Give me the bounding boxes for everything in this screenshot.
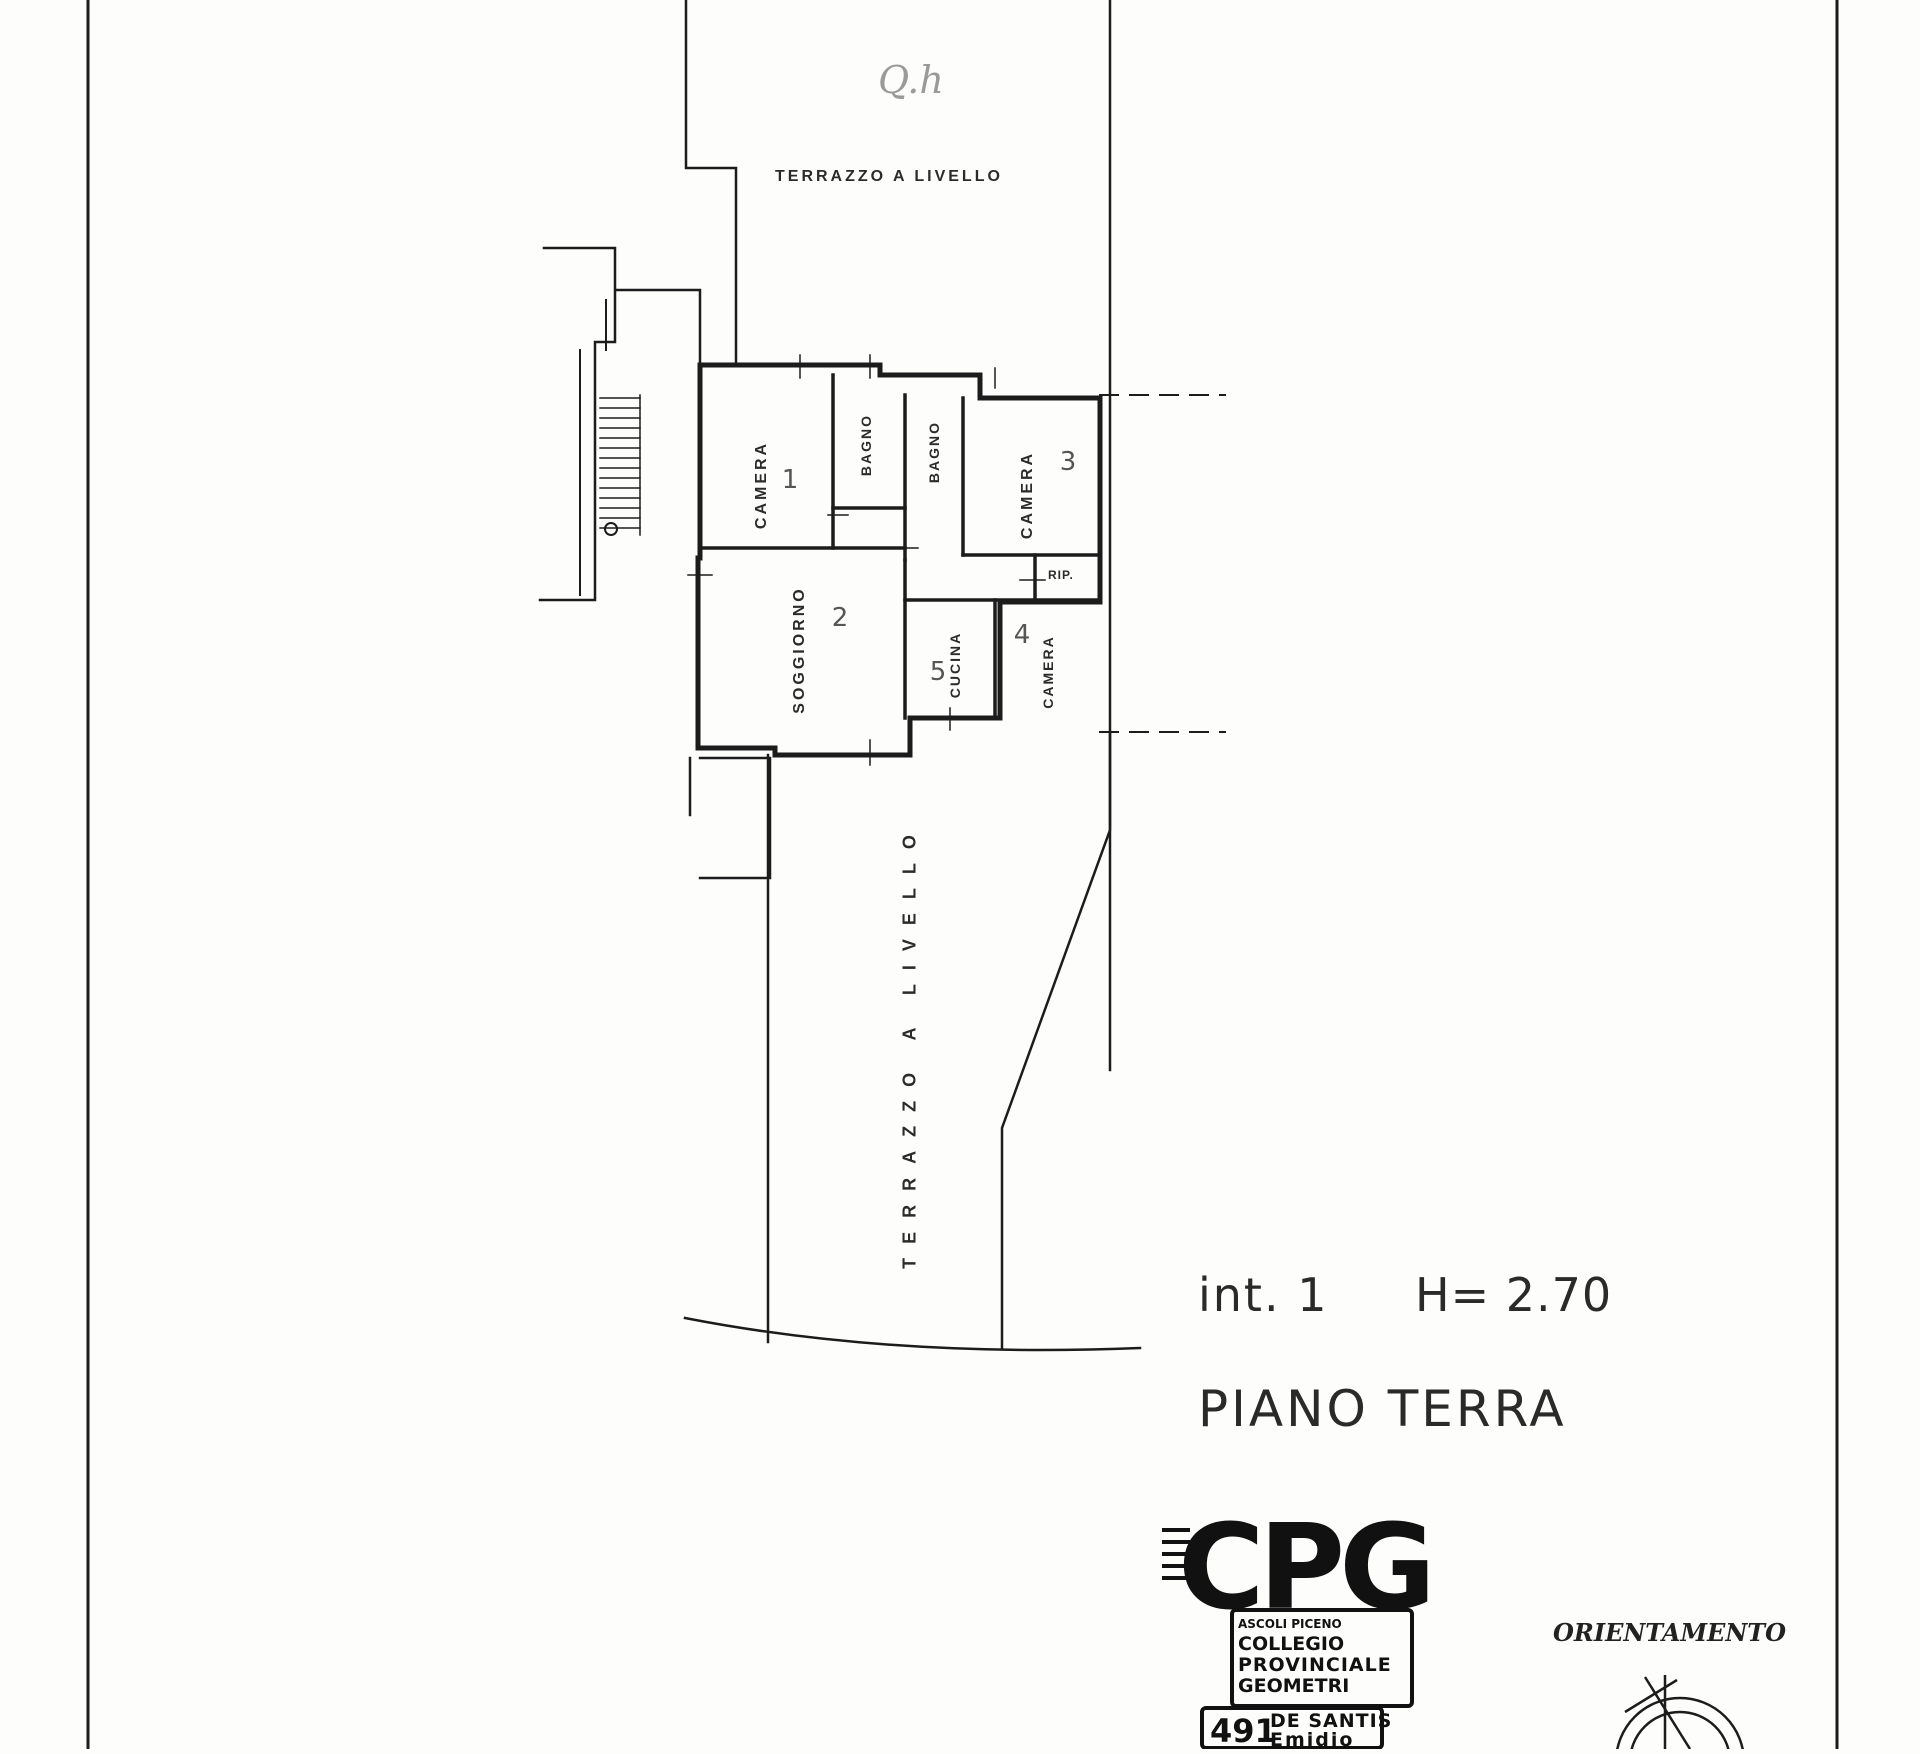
orientation-label: ORIENTAMENTO	[1553, 1618, 1787, 1647]
terrace-top-outline	[684, 0, 1112, 1072]
stamp-line-collegio: COLLEGIO	[1238, 1633, 1345, 1655]
room-label-camera-3: CAMERA	[1019, 450, 1036, 540]
stamp-registration-number: 491	[1210, 1712, 1277, 1750]
lower-left-outline	[688, 756, 772, 880]
stamp-surname: DE SANTIS	[1270, 1710, 1393, 1732]
room-number-cucina: 5	[929, 657, 947, 687]
handwritten-note: Q.h	[878, 58, 944, 102]
room-label-rip: RIP.	[1048, 568, 1074, 582]
stamp-city: ASCOLI PICENO	[1238, 1617, 1342, 1631]
interior-walls	[698, 373, 1102, 720]
terrace-top-label: TERRAZZO A LIVELLO	[775, 168, 1003, 185]
floor-title: PIANO TERRA	[1198, 1380, 1567, 1438]
stamp-first-name: Emidio	[1270, 1729, 1355, 1751]
room-number-camera-4: 4	[1013, 620, 1031, 650]
cpg-logo-letters: CPG	[1178, 1498, 1430, 1636]
cpg-logo: CPG	[1162, 1498, 1436, 1750]
boundary-dashes	[1099, 394, 1226, 733]
room-label-soggiorno: SOGGIORNO	[791, 586, 808, 714]
staircase-outline	[538, 246, 702, 602]
geometri-stamp: CPG ASCOLI PICENO COLLEGIO PROVINCIALE G…	[1160, 1490, 1445, 1751]
terrace-bottom-label: TERRAZZO A LIVELLO	[899, 821, 920, 1269]
room-number-camera-3: 3	[1059, 447, 1077, 477]
door-marks	[687, 354, 1046, 766]
room-label-camera-1: CAMERA	[753, 440, 770, 530]
north-arrow-icon	[1616, 1675, 1744, 1749]
ceiling-height: H= 2.70	[1415, 1268, 1613, 1322]
room-label-bagno-a: BAGNO	[858, 413, 874, 477]
terrace-bottom-outline	[766, 730, 1112, 1350]
room-label-cucina: CUCINA	[947, 631, 963, 699]
apartment-outer-wall	[695, 362, 1103, 758]
room-label-camera-4: CAMERA	[1040, 635, 1056, 709]
stair-steps	[599, 394, 641, 536]
room-number-soggiorno: 2	[831, 603, 849, 633]
interior-number: int. 1	[1198, 1268, 1329, 1322]
stair-post	[604, 522, 618, 536]
room-label-bagno-b: BAGNO	[926, 420, 942, 484]
staircase-inner	[579, 299, 607, 596]
room-number-camera-1: 1	[781, 465, 799, 495]
stamp-line-provinciale: PROVINCIALE	[1238, 1654, 1392, 1676]
stamp-line-geometri: GEOMETRI	[1238, 1675, 1350, 1697]
terrace-bottom-arc	[683, 1316, 1142, 1352]
